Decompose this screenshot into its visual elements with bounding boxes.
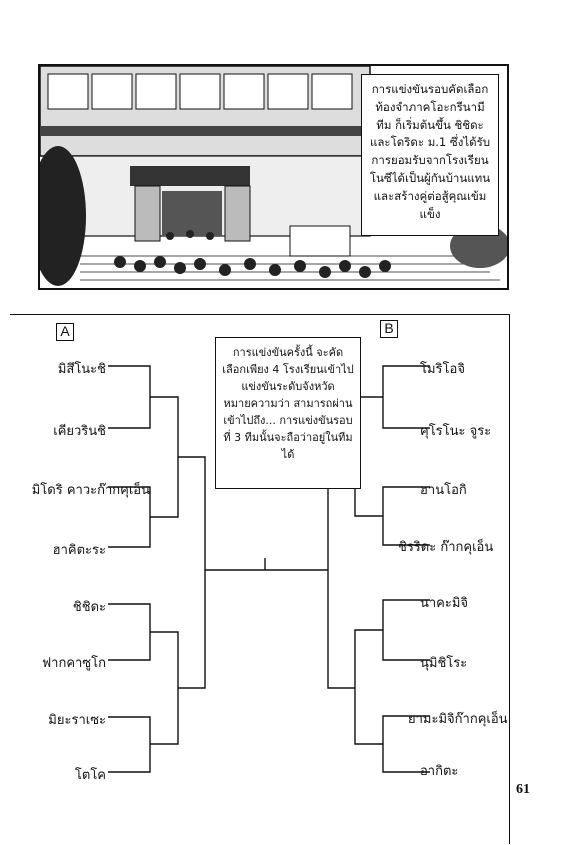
page-number: 61 (516, 782, 530, 797)
team-b-1: โมริโอจิ (420, 362, 465, 377)
middle-caption: การแข่งขันครั้งนี้ จะคัดเลือกเพียง 4 โรง… (215, 337, 361, 489)
top-panel: การแข่งขันรอบคัดเลือกท้องจำภาคโอะกรีนามี… (38, 64, 509, 290)
team-b-7: ยามะมิจิก๊ากคุเอ็น (408, 712, 508, 727)
team-a-2: เคียวรินชิ (53, 424, 106, 439)
team-a-5: ชิชิดะ (72, 600, 106, 615)
team-a-1: มิสึโนะชิ (57, 362, 106, 377)
bracket-panel (10, 314, 510, 844)
team-a-3: มิโดริ คาวะก๊ากคุเอ็น (31, 483, 150, 498)
team-a-8: โตโค (74, 768, 106, 783)
team-b-3: ฮานโอกิ (420, 483, 467, 498)
team-b-6: นุมิชิโระ (420, 656, 468, 671)
team-b-4: ชิรริดะ ก๊ากคุเอ็น (398, 540, 494, 555)
top-caption: การแข่งขันรอบคัดเลือกท้องจำภาคโอะกรีนามี… (361, 74, 499, 236)
team-a-4: ฮาคิตะระ (52, 543, 106, 558)
group-a-label: A (56, 323, 74, 341)
team-b-5: นาคะมิจิ (420, 596, 469, 611)
team-a-7: มิยะราเซะ (48, 713, 106, 728)
group-b-label: B (380, 320, 398, 338)
team-b-8: อากิตะ (420, 764, 459, 779)
team-a-6: ฟากคาซูโก (41, 656, 106, 671)
team-b-2: คุโรโนะ จูระ (420, 424, 492, 439)
